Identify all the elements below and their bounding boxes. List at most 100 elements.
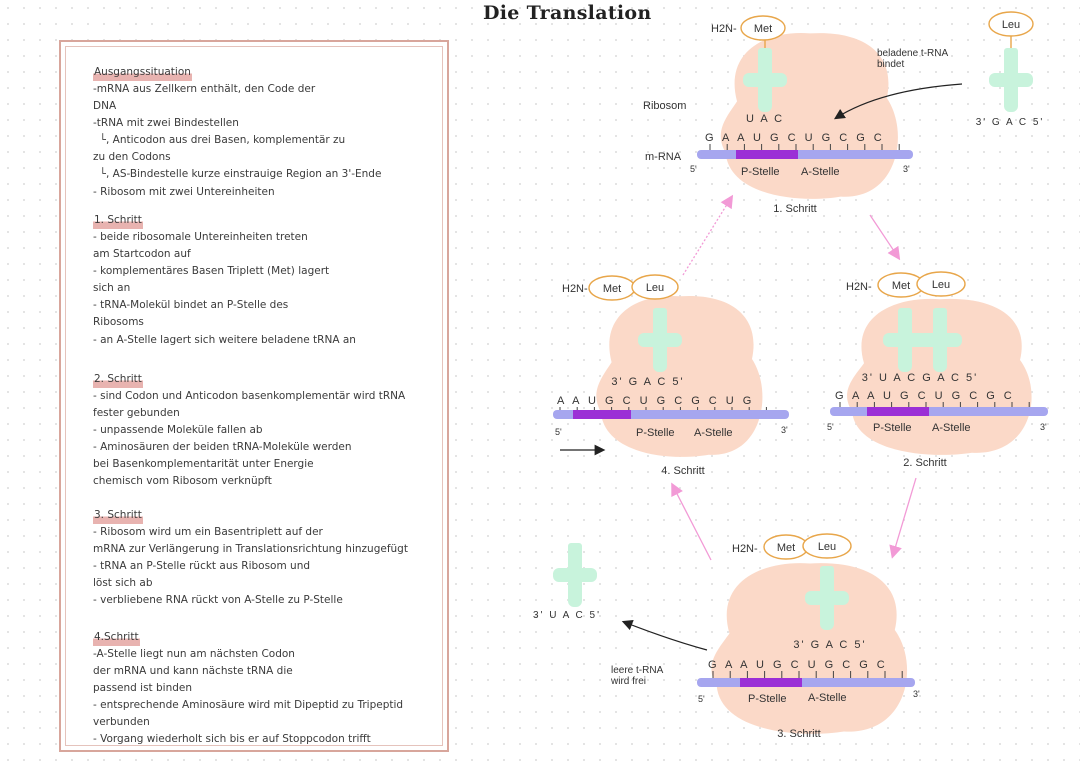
aa-met-step1 bbox=[740, 15, 786, 41]
note-line: -mRNA aus Zellkern enthält, den Code der bbox=[93, 83, 316, 95]
cycle-arrow-3-to-4 bbox=[671, 482, 712, 561]
a-stelle-step2: A-Stelle bbox=[932, 422, 971, 434]
note-line: - Ribosom mit zwei Untereinheiten bbox=[93, 185, 275, 198]
codon-highlight bbox=[740, 678, 802, 687]
note-line: löst sich ab bbox=[93, 577, 153, 590]
aa-leu-step4 bbox=[631, 274, 679, 300]
trna-arms bbox=[743, 73, 787, 87]
note-line: sich an bbox=[93, 282, 131, 295]
notes-section: 4.Schritt-A-Stelle liegt nun am nächsten… bbox=[93, 625, 433, 749]
page-title: Die Translation bbox=[483, 2, 652, 24]
trna-arms bbox=[805, 591, 849, 605]
five-prime-step4: 5' bbox=[555, 427, 562, 437]
note-line: - Ribosom wird um ein Basentriplett auf … bbox=[93, 526, 323, 538]
anticodon-incoming: 3' G A C 5' bbox=[976, 117, 1045, 128]
mrna-strand-step1 bbox=[697, 150, 913, 159]
codon-highlight bbox=[867, 407, 929, 416]
trna-met-step2 bbox=[883, 308, 927, 372]
trna-arms bbox=[918, 333, 962, 347]
section-heading: 4.Schritt bbox=[93, 629, 140, 646]
note-line: passend ist binden bbox=[93, 682, 193, 695]
ribosom-label: Ribosom bbox=[643, 100, 686, 112]
note-line: zu den Codons bbox=[93, 151, 171, 164]
p-stelle-step1: P-Stelle bbox=[741, 166, 780, 178]
mrna-seq-step3: G A A U G C U G C G C bbox=[708, 659, 888, 671]
trna-top bbox=[898, 308, 912, 322]
note-line: DNA bbox=[93, 100, 117, 113]
cycle-arrow-4-to-1 bbox=[682, 194, 734, 276]
trna-arms bbox=[883, 333, 927, 347]
aa-met-step2-label: Met bbox=[892, 280, 910, 292]
trna-top bbox=[820, 566, 834, 580]
note-line: Ribosoms bbox=[93, 316, 144, 329]
notes-panel: Ausgangssituation -mRNA aus Zellkern enth… bbox=[59, 40, 449, 752]
a-stelle-step1: A-Stelle bbox=[801, 166, 840, 178]
mrna-seq-step2: G A A U G C U G C G C bbox=[835, 390, 1015, 402]
note-line: verbunden bbox=[93, 716, 150, 729]
anticodon-step1: U A C bbox=[746, 113, 784, 125]
aa-leu-step2 bbox=[916, 271, 966, 297]
note-line: mRNA zur Verlängerung in Translationsric… bbox=[93, 543, 408, 556]
note-line: - Vorgang wiederholt sich bis er auf Sto… bbox=[93, 733, 371, 746]
aa-leu-step3 bbox=[802, 533, 852, 559]
aa-leu-incoming-label: Leu bbox=[1002, 19, 1020, 31]
note-line: am Startcodon auf bbox=[93, 248, 191, 261]
mrna-seq-step4: A A U G C U G C G C U G bbox=[557, 395, 754, 407]
a-stelle-step3: A-Stelle bbox=[808, 692, 847, 704]
aa-met-step1-label: Met bbox=[754, 23, 772, 35]
notes-section: 2. Schritt - sind Codon und Anticodon bas… bbox=[93, 367, 433, 491]
aa-leu-step4-label: Leu bbox=[646, 282, 664, 294]
three-prime-step1: 3' bbox=[903, 164, 910, 174]
trna-leu-step2 bbox=[918, 308, 962, 372]
anticodon-released: 3' U A C 5' bbox=[533, 610, 601, 621]
aa-met-step4-label: Met bbox=[603, 283, 621, 295]
trna-top bbox=[568, 543, 582, 557]
three-prime-step2: 3' bbox=[1040, 422, 1047, 432]
note-line: - tRNA-Molekül bindet an P-Stelle des bbox=[93, 299, 289, 312]
p-stelle-step4: P-Stelle bbox=[636, 427, 675, 439]
cycle-arrow-1-to-2 bbox=[869, 214, 901, 261]
notes-section: Ausgangssituation -mRNA aus Zellkern enth… bbox=[93, 60, 433, 201]
five-prime-step1: 5' bbox=[690, 164, 697, 174]
note-line: der mRNA und kann nächste tRNA die bbox=[93, 665, 293, 678]
trna-arms bbox=[553, 568, 597, 582]
codon-highlight bbox=[573, 410, 631, 419]
trna-leu-step4 bbox=[638, 308, 682, 372]
aa-met-step3-label: Met bbox=[777, 542, 795, 554]
trna-released bbox=[553, 543, 597, 607]
section-heading: 1. Schritt bbox=[93, 212, 143, 229]
mrna-strand-step2 bbox=[830, 407, 1048, 416]
notes-section: 3. Schritt - Ribosom wird um ein Basentri… bbox=[93, 503, 433, 609]
note-line: - verbliebene RNA rückt von A-Stelle zu … bbox=[93, 594, 343, 607]
step4-label: 4. Schritt bbox=[661, 465, 704, 477]
three-prime-step3: 3' bbox=[913, 689, 920, 699]
note-line: -tRNA mit zwei Bindestellen bbox=[93, 117, 239, 130]
note-line: - sind Codon und Anticodon basenkompleme… bbox=[93, 390, 406, 402]
trna-arms bbox=[989, 73, 1033, 87]
note-line: fester gebunden bbox=[93, 407, 180, 420]
note-line: - beide ribosomale Untereinheiten treten bbox=[93, 231, 308, 243]
trna-leu-step3 bbox=[805, 566, 849, 630]
h2n-label: H2N- bbox=[562, 283, 588, 295]
codon-highlight bbox=[736, 150, 798, 159]
note-line: └, AS-Bindestelle kurze einstrauige Regi… bbox=[93, 168, 382, 181]
trna-top bbox=[933, 308, 947, 322]
note-line: - unpassende Moleküle fallen ab bbox=[93, 424, 263, 437]
section-heading: Ausgangssituation bbox=[93, 64, 192, 81]
anticodon-step4: 3' G A C 5' bbox=[611, 376, 684, 388]
section-heading: 3. Schritt bbox=[93, 507, 143, 524]
a-stelle-step4: A-Stelle bbox=[694, 427, 733, 439]
trna-arms bbox=[638, 333, 682, 347]
anticodon-step2: 3' U A C G A C 5' bbox=[862, 372, 978, 384]
note-line: - komplementäres Basen Triplett (Met) la… bbox=[93, 265, 330, 278]
trna-top bbox=[653, 308, 667, 322]
step3-label: 3. Schritt bbox=[777, 728, 820, 740]
step1-label: 1. Schritt bbox=[773, 203, 816, 215]
mrna-label: m-RNA bbox=[645, 151, 682, 163]
section-heading: 2. Schritt bbox=[93, 371, 143, 388]
notes-inner-border bbox=[65, 46, 443, 746]
aa-leu-step3-label: Leu bbox=[818, 541, 836, 553]
